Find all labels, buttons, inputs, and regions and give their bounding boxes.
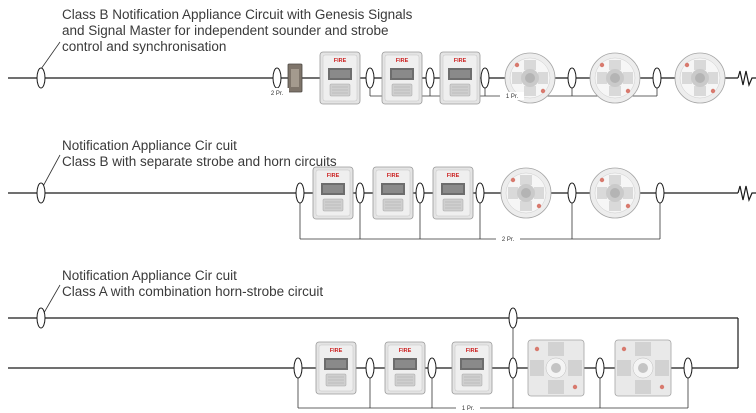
fire-label: FIRE — [327, 173, 340, 179]
wire-pair-marker — [567, 182, 577, 204]
wire-pair-marker — [415, 182, 425, 204]
fire-label: FIRE — [330, 348, 343, 354]
wire-pair-marker — [595, 357, 605, 379]
horn-strobe-unit: FIRE — [451, 341, 493, 395]
section3-circuit: FIRE FIRE FIRE 1 Pr. — [8, 307, 739, 412]
fire-label: FIRE — [447, 173, 460, 179]
wire-pair-marker — [425, 67, 435, 89]
end-of-line-resistor — [737, 185, 756, 202]
fire-label: FIRE — [399, 348, 412, 354]
wire-pair-marker — [36, 67, 46, 89]
wire-pair-marker — [567, 67, 577, 89]
label-1-pair: 1 Pr. — [506, 94, 519, 100]
wire-pair-marker — [295, 182, 305, 204]
signal-master-module — [287, 63, 303, 93]
square-horn-strobe — [614, 339, 672, 397]
label-1-pair: 1 Pr. — [462, 406, 475, 412]
wire-pair-marker — [293, 357, 303, 379]
horn-strobe-unit: FIRE — [315, 341, 357, 395]
horn-strobe-unit: FIRE — [312, 166, 354, 220]
caption-line: Class B Notification Appliance Circuit w… — [62, 7, 413, 22]
wire-pair-marker — [355, 182, 365, 204]
wire-pair-marker — [652, 67, 662, 89]
section2-circuit: FIRE FIRE FIRE 2 Pr. — [8, 166, 756, 243]
wire-pair-marker — [508, 307, 518, 329]
fire-label: FIRE — [466, 348, 479, 354]
wire-pair-marker — [365, 357, 375, 379]
fire-label: FIRE — [387, 173, 400, 179]
horn-strobe-unit: FIRE — [432, 166, 474, 220]
label-2-pair: 2 Pr. — [502, 237, 515, 243]
wire-pair-marker — [508, 357, 518, 379]
end-of-line-resistor — [737, 70, 756, 87]
section2-caption: Notification Appliance Cir cuit Class B … — [62, 138, 337, 170]
square-horn-strobe — [527, 339, 585, 397]
caption-line: and Signal Master for independent sounde… — [62, 23, 389, 38]
wire-pair-marker — [272, 67, 282, 89]
wire-pair-marker — [365, 67, 375, 89]
caption-line: Class A with combination horn-strobe cir… — [62, 284, 324, 299]
ceiling-horn-strobe — [500, 167, 552, 219]
horn-strobe-unit: FIRE — [439, 51, 481, 105]
ceiling-horn-strobe — [589, 167, 641, 219]
wire-pair-marker — [36, 307, 46, 329]
wire-pair-marker — [427, 357, 437, 379]
ceiling-horn-strobe — [589, 52, 641, 104]
wire-pair-marker — [480, 67, 490, 89]
horn-strobe-unit: FIRE — [319, 51, 361, 105]
label-2-pair: 2 Pr. — [271, 91, 284, 97]
fire-label: FIRE — [454, 58, 467, 64]
horn-strobe-unit: FIRE — [381, 51, 423, 105]
fire-label: FIRE — [334, 58, 347, 64]
fire-label: FIRE — [396, 58, 409, 64]
horn-strobe-unit: FIRE — [372, 166, 414, 220]
caption-line: Notification Appliance Cir cuit — [62, 138, 237, 153]
wire-pair-marker — [475, 182, 485, 204]
wire-pair-marker — [655, 182, 665, 204]
wire-pair-marker — [36, 182, 46, 204]
wire-pair-marker — [683, 357, 693, 379]
section3-caption: Notification Appliance Cir cuit Class A … — [62, 268, 323, 300]
section1-caption: Class B Notification Appliance Circuit w… — [62, 7, 412, 55]
section1-circuit: FIRE FIRE FIRE 2 Pr. 1 Pr. — [8, 51, 756, 105]
ceiling-horn-strobe — [674, 52, 726, 104]
horn-strobe-unit: FIRE — [384, 341, 426, 395]
caption-line: control and synchronisation — [62, 39, 227, 54]
caption-line: Notification Appliance Cir cuit — [62, 268, 237, 283]
caption-line: Class B with separate strobe and horn ci… — [62, 154, 337, 169]
